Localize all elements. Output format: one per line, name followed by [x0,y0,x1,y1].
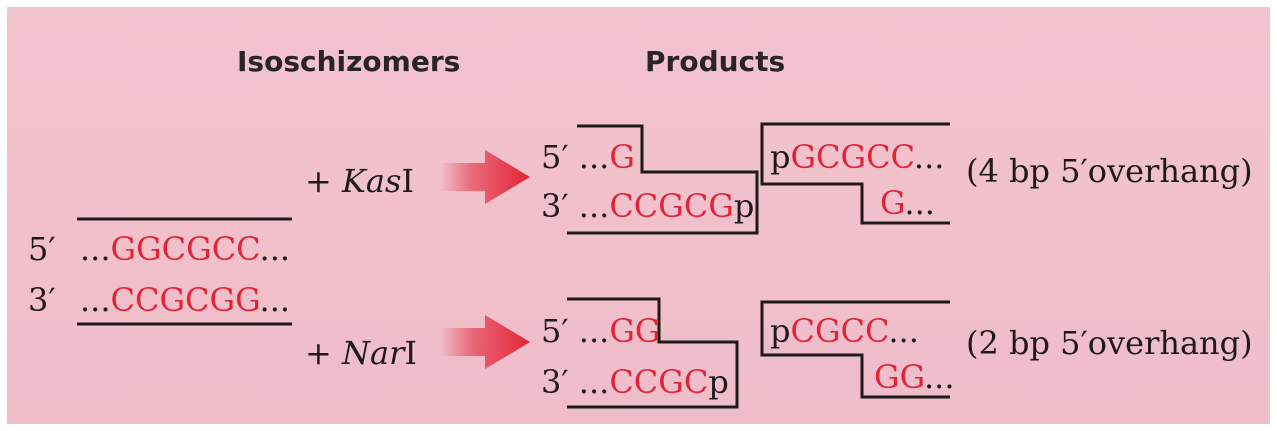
isoschizomers-header: Isoschizomers [237,45,461,78]
nari-left-fragment-outline [567,297,739,409]
nari-overhang-note: (2 bp 5′overhang) [966,324,1253,362]
kasi-enzyme-label: + KasI [305,162,415,200]
kasi-left-top-strand: 5′ ...G [541,138,635,176]
kasi-arrow-icon [440,150,530,204]
nari-left-top-strand: 5′ ...GG [541,312,661,350]
kasi-left-fragment-outline [567,124,759,235]
substrate-bottom-3prime-label: 3′ [28,281,56,319]
kasi-right-top-strand: pGCGCC... [770,138,945,176]
kasi-left-bottom-strand: 3′ ...CCGCGp [541,187,755,225]
kasi-overhang-note: (4 bp 5′overhang) [966,152,1253,190]
nari-left-bottom-strand: 3′ ...CCGCp [541,363,729,401]
kasi-right-fragment-outline [760,122,950,225]
nari-arrow-icon [440,315,530,369]
nari-enzyme-label: + NarI [305,334,417,372]
nari-right-bottom-strand: GG... [874,358,955,396]
substrate-top-sequence: ...GGCGCC... [80,230,291,268]
substrate-bottom-sequence: ...CCGCGG... [80,281,291,319]
substrate-top-5prime-label: 5′ [28,230,56,268]
nari-right-fragment-outline [760,300,950,399]
nari-right-top-strand: pCGCC... [770,312,919,350]
products-header: Products [645,45,786,78]
kasi-right-bottom-strand: G... [880,184,935,222]
